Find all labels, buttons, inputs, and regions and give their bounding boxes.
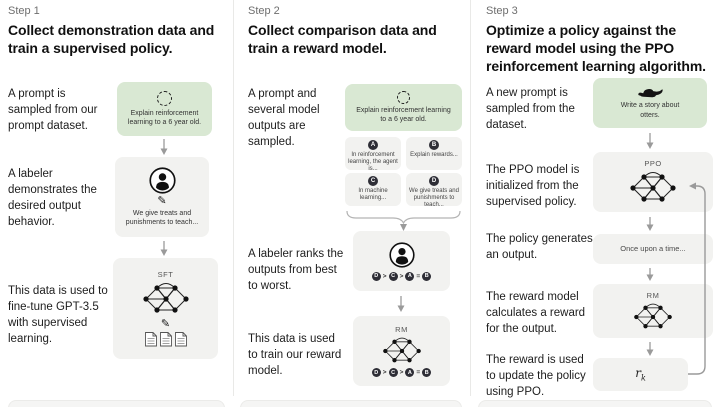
pen-icon: ✎: [157, 194, 167, 207]
step2-ranks-text: A labeler ranks the outputs from best to…: [248, 248, 344, 293]
rank-separator: =: [416, 272, 421, 280]
rm-label: RM: [395, 325, 408, 334]
rank-letter: C: [388, 271, 398, 281]
step1-prompt-box-text: Explain reinforcement learning to a 6 ye…: [127, 109, 202, 126]
bottom-card-edge: [478, 400, 712, 407]
feedback-loop-arrow: [688, 182, 706, 375]
rank-letter: D: [371, 271, 381, 281]
step2-label: Step 2: [248, 5, 280, 17]
step1-label: Step 1: [8, 5, 40, 17]
down-arrow-icon: [646, 217, 654, 231]
network-icon: [634, 303, 672, 328]
step3-ppo-box: PPO: [593, 152, 713, 212]
rank-separator: >: [382, 272, 387, 280]
ranking: D > C > A = B: [371, 368, 432, 377]
answer-b-badge: B: [429, 140, 439, 150]
step3-label: Step 3: [486, 5, 518, 17]
answer-a: A In reinforcement learning, the agent i…: [345, 137, 401, 173]
rank-letter: C: [388, 368, 398, 377]
ppo-label: PPO: [644, 158, 662, 168]
sft-label: SFT: [157, 270, 174, 279]
sample-icon: [397, 90, 410, 104]
step1-prompt-text: A prompt is sampled from our prompt data…: [8, 88, 98, 133]
down-arrow-icon: [160, 241, 168, 256]
rank-letter: B: [422, 271, 432, 281]
answer-c-badge: C: [368, 176, 378, 186]
rank-separator: >: [399, 272, 404, 280]
rank-separator: >: [399, 369, 404, 376]
step1-prompt-box: Explain reinforcement learning to a 6 ye…: [117, 82, 212, 136]
rank-letter: B: [422, 368, 432, 377]
pen-icon: ✎: [160, 318, 171, 330]
answer-d: D We give treats and punishments to teac…: [406, 173, 462, 209]
rank-letter: A: [405, 368, 415, 377]
step2-prompt-box: Explain reinforcement learning to a 6 ye…: [345, 84, 462, 131]
answer-d-badge: D: [429, 176, 439, 186]
step2-sampled-text: A prompt and several model outputs are s…: [248, 88, 320, 149]
reward-symbol: rk: [635, 366, 646, 383]
rm-label: RM: [646, 290, 660, 300]
step3-generates-text: The policy generates an output.: [486, 233, 593, 262]
answer-a-text: In reinforcement learning, the agent is.…: [348, 152, 398, 173]
rank-letter: D: [371, 368, 381, 377]
person-icon: [388, 241, 415, 268]
down-arrow-icon: [160, 139, 168, 155]
network-icon: [142, 283, 189, 313]
step2-rm-box: RM D > C > A = B: [353, 316, 450, 386]
column-divider: [470, 0, 471, 396]
ranking: D > C > A = B: [371, 271, 432, 281]
step3-rm-box: RM: [593, 284, 713, 338]
step2-prompt-box-text: Explain reinforcement learning to a 6 ye…: [356, 106, 451, 123]
step3-output-box: Once upon a time...: [593, 234, 713, 264]
person-icon: [148, 167, 176, 194]
otter-icon: [638, 89, 663, 98]
step1-finetune-text: This data is used to fine-tune GPT-3.5 w…: [8, 285, 108, 346]
network-icon: [382, 337, 421, 363]
brace-icon: [346, 210, 461, 231]
network-icon: [630, 171, 676, 202]
step2-heading: Collect comparison data and train a rewa…: [248, 22, 437, 56]
rank-separator: =: [416, 369, 421, 376]
step3-output-text: Once upon a time...: [620, 244, 686, 254]
answer-b-text: Explain rewards...: [410, 152, 458, 158]
step3-ppo-init-text: The PPO model is initialized from the su…: [486, 164, 580, 209]
step3-heading: Optimize a policy against the reward mod…: [486, 22, 706, 74]
bottom-card-edge: [8, 400, 225, 407]
down-arrow-icon: [646, 342, 654, 356]
documents-icon: [144, 332, 187, 347]
step3-prompt-box-text: Write a story about otters.: [620, 102, 680, 119]
step3-calculates-text: The reward model calculates a reward for…: [486, 291, 586, 336]
sample-icon: [157, 90, 172, 106]
step3-reward-box: rk: [593, 358, 688, 391]
step2-labeler-box: D > C > A = B: [353, 231, 450, 291]
step1-heading: Collect demonstration data and train a s…: [8, 22, 215, 56]
rank-separator: >: [382, 369, 387, 376]
step2-train-text: This data is used to train our reward mo…: [248, 333, 342, 378]
step1-sft-box: SFT ✎: [113, 258, 218, 359]
column-divider: [233, 0, 234, 396]
step3-new-prompt-text: A new prompt is sampled from the dataset…: [486, 87, 575, 132]
step1-labeler-box: ✎ We give treats and punishments to teac…: [115, 157, 209, 237]
step1-labeler-box-text: We give treats and punishments to teach.…: [125, 209, 199, 226]
step3-prompt-box: Write a story about otters.: [593, 78, 707, 128]
step1-labeler-text: A labeler demonstrates the desired outpu…: [8, 168, 97, 229]
down-arrow-icon: [646, 268, 654, 281]
answer-d-text: We give treats and punishments to teach.…: [409, 188, 459, 209]
down-arrow-icon: [646, 133, 654, 149]
answer-a-badge: A: [368, 140, 378, 150]
bottom-card-edge: [240, 400, 462, 407]
answer-c: C In machine learning...: [345, 173, 401, 206]
answer-b: B Explain rewards...: [406, 137, 462, 170]
down-arrow-icon: [397, 296, 405, 312]
answer-c-text: In machine learning...: [358, 188, 388, 202]
rank-letter: A: [405, 271, 415, 281]
step3-update-text: The reward is used to update the policy …: [486, 354, 586, 399]
